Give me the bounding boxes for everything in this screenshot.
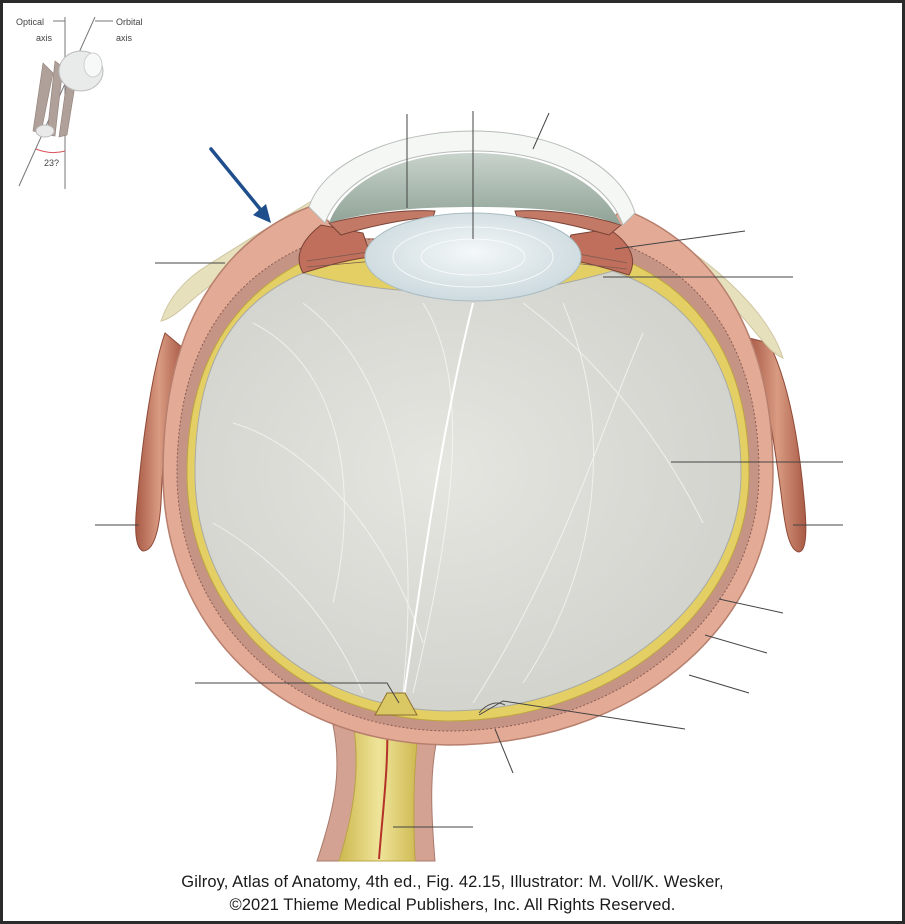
orbital-axis-label-2: axis [116, 33, 133, 43]
inset-cornea [84, 53, 102, 77]
arrow-icon [211, 149, 271, 223]
caption-line-1: Gilroy, Atlas of Anatomy, 4th ed., Fig. … [3, 871, 902, 894]
orbital-axis-label: Orbital [116, 17, 143, 27]
caption-line-2: ©2021 Thieme Medical Publishers, Inc. Al… [3, 894, 902, 917]
angle-label: 23? [44, 158, 59, 168]
leader-sclera [689, 675, 749, 693]
inset-nerve [36, 125, 54, 137]
axis-inset: Optical axis Orbital axis 23? [16, 17, 143, 189]
eye-cross-section-diagram: Optical axis Orbital axis 23? [3, 3, 902, 869]
figure-frame: Optical axis Orbital axis 23? [3, 3, 902, 921]
figure-caption: Gilroy, Atlas of Anatomy, 4th ed., Fig. … [3, 871, 902, 917]
optical-axis-label-2: axis [36, 33, 53, 43]
leader-choroid [705, 635, 767, 653]
angle-arc [36, 149, 65, 153]
optical-axis-label: Optical [16, 17, 44, 27]
